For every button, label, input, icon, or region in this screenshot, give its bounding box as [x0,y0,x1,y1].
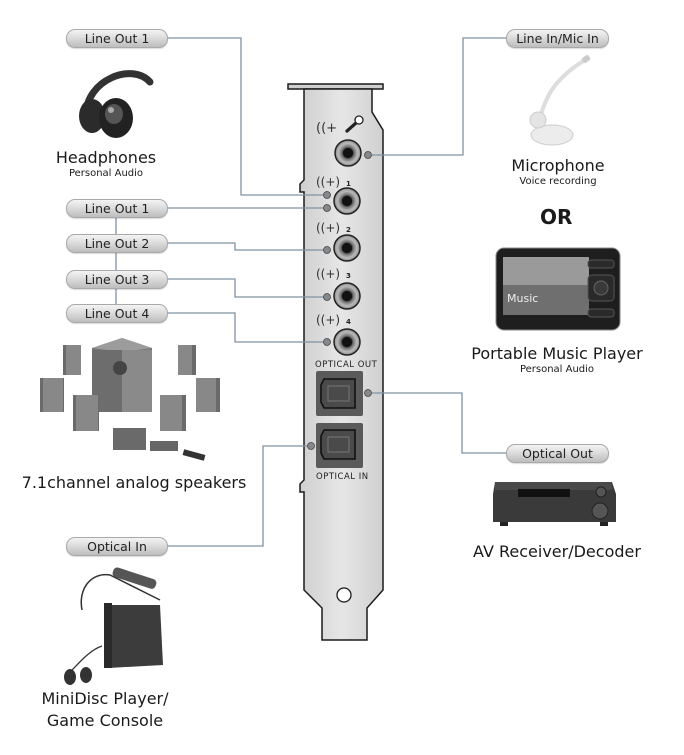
headphones-title: Headphones [55,148,157,167]
or-separator: OR [540,205,573,229]
microphone-icon [529,55,591,146]
minidisc-title-line1: MiniDisc Player/ [41,689,169,708]
optical-out-port[interactable] [316,371,372,416]
jack-mic-in[interactable] [334,139,372,167]
headphones-subtitle: Personal Audio [68,168,144,179]
connector-lines [115,37,510,547]
headphones-icon [79,70,154,138]
sound-card-bracket [287,83,384,641]
line-out-3-wire [167,278,324,298]
jack-line-out-2[interactable] [323,234,361,262]
connector-dot [323,338,331,346]
speaker-wave-icon: ((+) [316,267,340,281]
music-player-screen-text: Music [507,292,538,305]
speaker-wave-icon: ((+) [316,175,340,189]
optical-in-port[interactable] [307,423,364,468]
speaker-system-icon [40,338,220,461]
jack-line-out-1[interactable] [323,187,361,215]
line-out-4-label[interactable]: Line Out 4 [66,304,168,323]
speaker-wave-icon: ((+ [316,121,337,136]
music-player-subtitle: Personal Audio [519,364,595,375]
connector-dot [364,151,372,159]
mic-in-wire [372,37,510,156]
jack-line-out-4[interactable] [323,328,361,356]
microphone-small-icon [345,115,364,133]
channel-mark-1: 1 [346,180,351,188]
connector-dot [323,204,331,212]
line-out-1-label[interactable]: Line Out 1 [66,199,168,218]
speaker-wave-icon: ((+) [316,221,340,235]
connector-dot [364,389,372,397]
av-receiver-icon [493,482,616,526]
connector-dot [323,246,331,254]
connector-dot [323,191,331,199]
music-player-title: Portable Music Player [471,344,643,363]
mic-port-icons: ((+ [316,115,364,136]
optical-out-port-label: OPTICAL OUT [315,360,378,370]
line-out-2-label[interactable]: Line Out 2 [66,234,168,253]
minidisc-title-line2: Game Console [46,711,164,730]
microphone-title: Microphone [511,156,605,175]
microphone-subtitle: Voice recording [519,176,597,187]
optical-in-label[interactable]: Optical In [66,537,168,556]
line-out-3-label[interactable]: Line Out 3 [66,270,168,289]
optical-in-wire [167,445,308,547]
jack-line-out-3[interactable] [323,282,361,310]
optical-out-wire [372,392,507,454]
optical-in-port-label: OPTICAL IN [316,472,369,482]
line-out-4-wire [167,312,324,343]
av-receiver-title: AV Receiver/Decoder [473,542,641,561]
line-headphones [167,37,324,196]
speaker-wave-icon: ((+) [316,313,340,327]
music-player-icon: Music [495,247,621,331]
channel-mark-3: 3 [346,272,351,280]
channel-mark-4: 4 [346,318,351,326]
connector-dot [323,293,331,301]
line-out-2-wire [167,242,324,251]
bracket-body [299,88,384,641]
speakers-title: 7.1channel analog speakers [21,473,247,492]
line-out-1-headphones-label[interactable]: Line Out 1 [66,29,168,48]
audio-jacks: ((+) 1 ((+) 2 ((+) 3 ((+) [316,139,372,356]
connector-dot [307,442,315,450]
channel-mark-2: 2 [346,226,351,234]
optical-out-label[interactable]: Optical Out [506,444,609,463]
minidisc-player-icon [64,567,163,685]
line-in-mic-in-label[interactable]: Line In/Mic In [506,29,609,48]
screw-hole [336,587,352,603]
